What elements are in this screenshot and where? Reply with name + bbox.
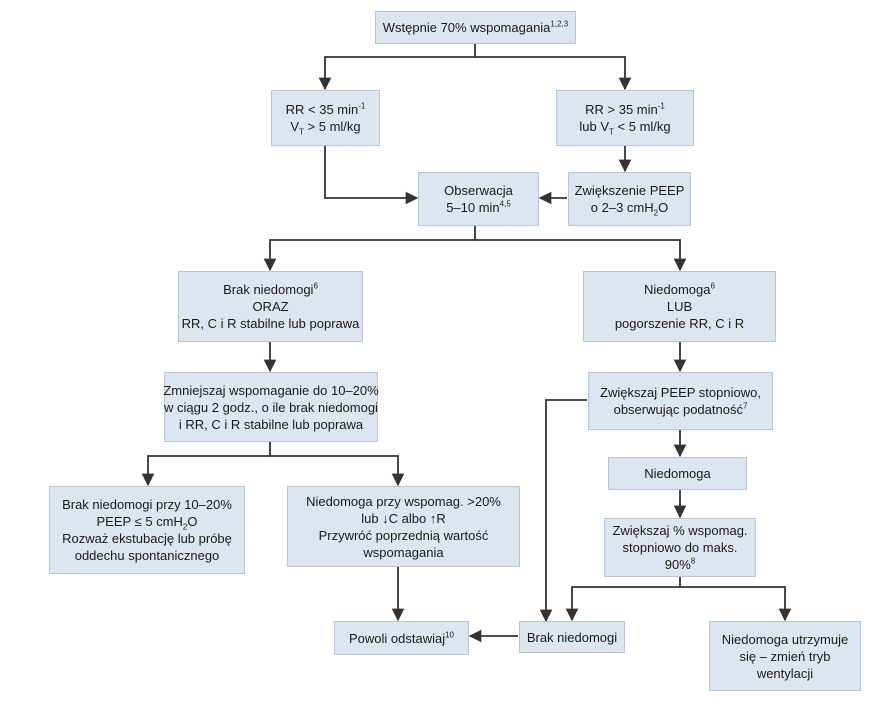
node-reduce-support-line2: w ciągu 2 godz., o ile brak niedomogi bbox=[164, 399, 378, 415]
node-no-failure-final: Brak niedomogi bbox=[519, 621, 625, 653]
node-no-failure-line1: Brak niedomogi6 bbox=[223, 281, 318, 297]
node-rr-low: RR < 35 min-1 VT > 5 ml/kg bbox=[271, 90, 380, 146]
node-increase-peep-gradual-line2: obserwując podatność7 bbox=[613, 401, 748, 417]
node-no-failure-line2: ORAZ bbox=[252, 299, 289, 314]
node-failure-line1: Niedomoga6 bbox=[644, 281, 715, 297]
node-start-line1: Wstępnie 70% wspomagania1,2,3 bbox=[382, 19, 569, 35]
node-peep-increase-line1: Zwiększenie PEEP bbox=[574, 183, 685, 198]
node-observation-line2: 5–10 min4,5 bbox=[446, 199, 511, 215]
edge-increase-peep-to-no-failure-final bbox=[539, 399, 587, 623]
node-persistent-failure-line1: Niedomoga utrzymuje bbox=[721, 631, 849, 647]
edge-start-to-rr-high bbox=[475, 56, 632, 91]
node-failure-line3: pogorszenie RR, C i R bbox=[614, 316, 745, 331]
edge-increase-pct-to-persistent bbox=[680, 586, 792, 622]
node-increase-pct-line3: 90%8 bbox=[664, 556, 696, 572]
node-increase-pct-line2: stopniowo do maks. bbox=[622, 540, 738, 555]
node-failure-line2: LUB bbox=[666, 299, 693, 314]
node-increase-peep-gradual: Zwiększaj PEEP stopniowo, obserwując pod… bbox=[588, 372, 773, 430]
node-rr-low-line2: VT > 5 ml/kg bbox=[290, 119, 361, 137]
edge-increase-pct-to-no-failure-final bbox=[565, 577, 681, 622]
node-no-failure-final-line1: Brak niedomogi bbox=[526, 629, 618, 645]
edge-observation-to-no-failure bbox=[263, 226, 476, 272]
edge-reduce-to-failure-high bbox=[270, 455, 405, 487]
node-failure-high-line4: wspomagania bbox=[363, 544, 444, 560]
node-failure: Niedomoga6 LUB pogorszenie RR, C i R bbox=[583, 271, 776, 342]
edge-rr-low-to-observation bbox=[324, 146, 419, 205]
node-start: Wstępnie 70% wspomagania1,2,3 bbox=[375, 11, 576, 44]
edge-observation-to-failure bbox=[475, 239, 687, 272]
node-failure-high-line3: Przywróć poprzednią wartość bbox=[318, 527, 489, 543]
node-increase-pct: Zwiększaj % wspomag. stopniowo do maks. … bbox=[604, 518, 756, 577]
node-rr-low-line1: RR < 35 min-1 bbox=[285, 101, 366, 117]
node-reduce-support-line3: i RR, C i R stabilne lub poprawa bbox=[178, 416, 364, 432]
node-observation-line1: Obserwacja bbox=[444, 183, 513, 198]
edge-start-to-rr-low bbox=[318, 44, 476, 91]
node-failure2-line1: Niedomoga bbox=[644, 466, 711, 481]
node-increase-peep-gradual-line1: Zwiększaj PEEP stopniowo, bbox=[600, 385, 761, 400]
node-rr-high-line1: RR > 35 min-1 bbox=[585, 101, 665, 117]
node-reduce-support: Zmniejszaj wspomaganie do 10–20% w ciągu… bbox=[163, 372, 379, 442]
node-failure-high-line1: Niedomoga przy wspomag. >20% bbox=[306, 493, 501, 509]
node-increase-pct-line1: Zwiększaj % wspomag. bbox=[612, 523, 748, 538]
node-observation: Obserwacja 5–10 min4,5 bbox=[418, 172, 539, 226]
node-failure-high: Niedomoga przy wspomag. >20% lub ↓C albo… bbox=[287, 486, 520, 567]
node-no-failure-low-line4: oddechu spontanicznego bbox=[74, 548, 220, 563]
node-no-failure: Brak niedomogi6 ORAZ RR, C i R stabilne … bbox=[178, 271, 363, 342]
edge-reduce-to-no-failure-low bbox=[141, 442, 271, 487]
node-no-failure-low-line1: Brak niedomogi przy 10–20% bbox=[62, 497, 232, 512]
node-rr-high-line2: lub VT < 5 ml/kg bbox=[579, 119, 671, 137]
node-failure2: Niedomoga bbox=[608, 457, 747, 490]
node-persistent-failure: Niedomoga utrzymuje się – zmień tryb wen… bbox=[709, 621, 861, 691]
node-reduce-support-line1: Zmniejszaj wspomaganie do 10–20% bbox=[163, 382, 379, 398]
node-peep-increase: Zwiększenie PEEP o 2–3 cmH2O bbox=[568, 172, 691, 226]
node-persistent-failure-line2: się – zmień tryb bbox=[739, 648, 831, 664]
node-peep-increase-line2: o 2–3 cmH2O bbox=[590, 200, 669, 218]
node-no-failure-low-line3: Rozważ ekstubację lub próbę bbox=[62, 531, 232, 546]
node-slow-wean-line1: Powoli odstawiaj10 bbox=[348, 630, 454, 646]
node-persistent-failure-line3: wentylacji bbox=[756, 665, 814, 681]
node-rr-high: RR > 35 min-1 lub VT < 5 ml/kg bbox=[556, 90, 694, 146]
node-failure-high-line2: lub ↓C albo ↑R bbox=[361, 510, 446, 526]
node-no-failure-low-line2: PEEP ≤ 5 cmH2O bbox=[96, 514, 198, 532]
node-slow-wean: Powoli odstawiaj10 bbox=[334, 621, 469, 655]
node-no-failure-low: Brak niedomogi przy 10–20% PEEP ≤ 5 cmH2… bbox=[49, 486, 245, 574]
node-no-failure-line3: RR, C i R stabilne lub poprawa bbox=[181, 316, 360, 331]
